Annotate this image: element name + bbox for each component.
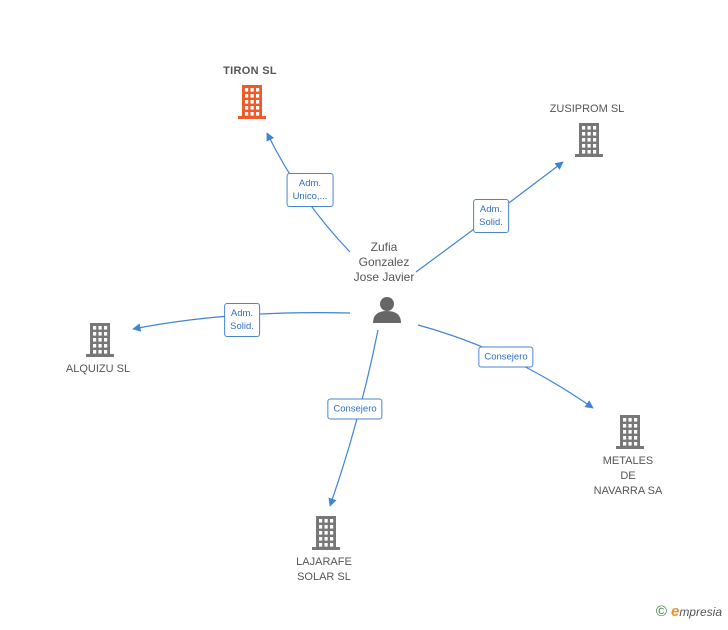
relation-label-tiron[interactable]: Adm. Unico,...: [286, 173, 334, 207]
relation-label-alquizu[interactable]: Adm. Solid.: [224, 303, 260, 337]
company-label-lajarafe[interactable]: LAJARAFE SOLAR SL: [296, 556, 352, 583]
company-label-tiron[interactable]: TIRON SL: [223, 65, 277, 77]
relation-label-zusiprom[interactable]: Adm. Solid.: [473, 199, 509, 233]
company-label-zusiprom[interactable]: ZUSIPROM SL: [549, 103, 625, 115]
brand-logo: empresia: [670, 603, 722, 620]
building-icon: [238, 85, 266, 119]
building-icon: [312, 516, 340, 550]
company-label-alquizu[interactable]: ALQUIZU SL: [65, 363, 131, 375]
person-name[interactable]: Zufia Gonzalez Jose Javier: [353, 240, 415, 284]
copyright-icon: ©: [655, 603, 667, 620]
person-icon: [373, 297, 401, 323]
relation-label-metales[interactable]: Consejero: [478, 346, 534, 368]
building-icon: [86, 323, 114, 357]
building-icon: [616, 415, 644, 449]
building-icon: [575, 123, 603, 157]
footer-brand: © empresia: [656, 603, 722, 620]
company-label-metales[interactable]: METALES DE NAVARRA SA: [593, 455, 663, 497]
relation-label-lajarafe[interactable]: Consejero: [327, 398, 383, 420]
